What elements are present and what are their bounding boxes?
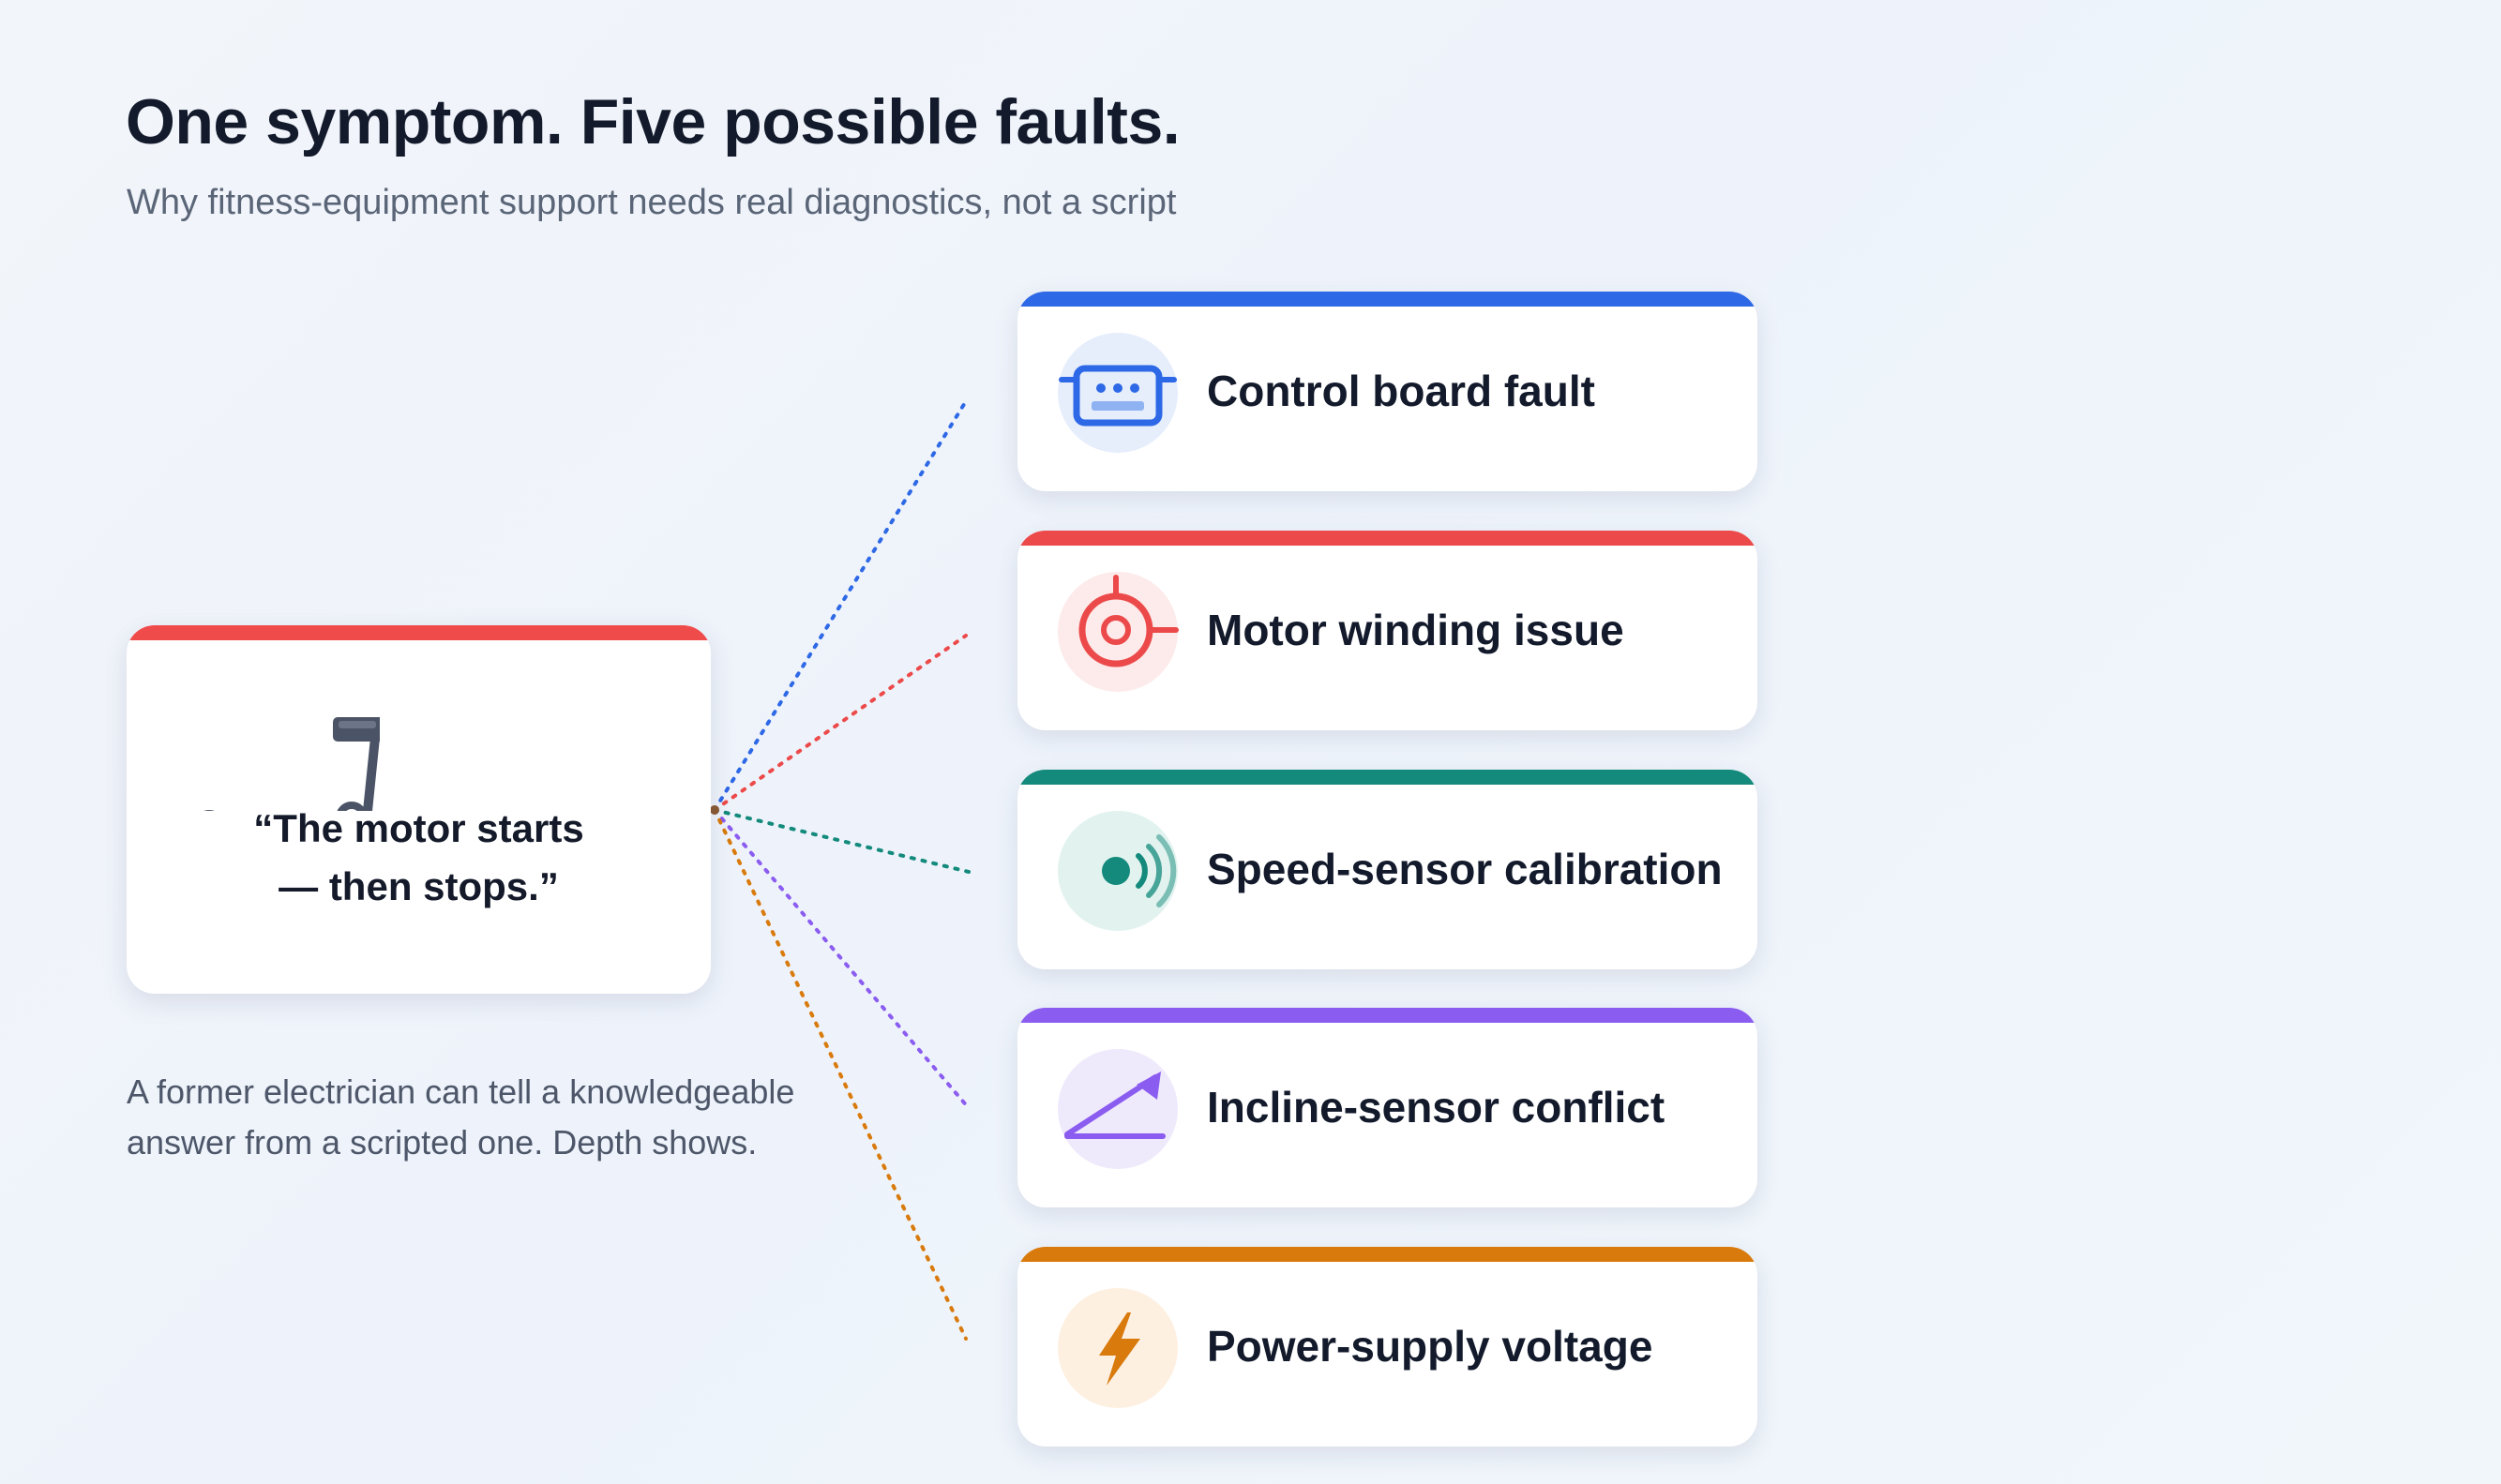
fault-icon-badge [1058, 572, 1179, 692]
fault-card-accent-bar [1017, 531, 1757, 546]
treadmill-icon [203, 717, 380, 811]
fault-card-motor-winding: Motor winding issue [1017, 531, 1757, 730]
connector-origin-dot [710, 805, 719, 815]
caption-line-2: answer from a scripted one. Depth shows. [127, 1123, 758, 1162]
connector-line-4 [713, 808, 971, 1110]
symptom-quote: “The motor starts — then stops.” [127, 800, 711, 916]
page-title: One symptom. Five possible faults. [126, 86, 1181, 157]
fault-card-accent-bar [1017, 1008, 1757, 1023]
fault-label: Power-supply voltage [1207, 1322, 1653, 1371]
lightning-bolt-icon [1099, 1312, 1140, 1386]
incline-icon [1064, 1072, 1166, 1139]
fault-card-accent-bar [1017, 1247, 1757, 1262]
fault-card-incline-sensor: Incline-sensor conflict [1017, 1008, 1757, 1207]
fault-card-accent-bar [1017, 770, 1757, 785]
symptom-card-accent-bar [127, 625, 711, 640]
fault-label: Motor winding issue [1207, 606, 1624, 654]
motor-coil-icon [1078, 575, 1179, 667]
circuit-board-icon [1059, 365, 1177, 427]
fault-card-control-board: Control board fault [1017, 292, 1757, 491]
fault-label: Speed-sensor calibration [1207, 845, 1723, 893]
caption-line-1: A former electrician can tell a knowledg… [127, 1072, 795, 1111]
fault-icon-badge [1058, 333, 1178, 453]
fault-icon-badge [1058, 811, 1178, 931]
connector-line-1 [713, 399, 968, 812]
fault-card-speed-sensor: Speed-sensor calibration [1017, 770, 1757, 969]
symptom-quote-line-2: — then stops.” [279, 864, 559, 908]
fault-card-accent-bar [1017, 292, 1757, 307]
fault-card-power-supply: Power-supply voltage [1017, 1247, 1757, 1447]
fault-label: Incline-sensor conflict [1207, 1083, 1665, 1132]
speed-sensor-icon [1102, 834, 1177, 907]
page-subtitle: Why fitness-equipment support needs real… [127, 183, 1177, 222]
symptom-card: “The motor starts — then stops.” [127, 625, 711, 994]
fault-label: Control board fault [1207, 367, 1595, 415]
fault-icon-badge [1058, 1049, 1178, 1169]
caption-text: A former electrician can tell a knowledg… [127, 1067, 858, 1168]
connector-line-2 [713, 634, 968, 812]
fault-icon-badge [1058, 1288, 1178, 1408]
symptom-quote-line-1: “The motor starts [253, 806, 584, 850]
connector-line-3 [713, 808, 971, 874]
